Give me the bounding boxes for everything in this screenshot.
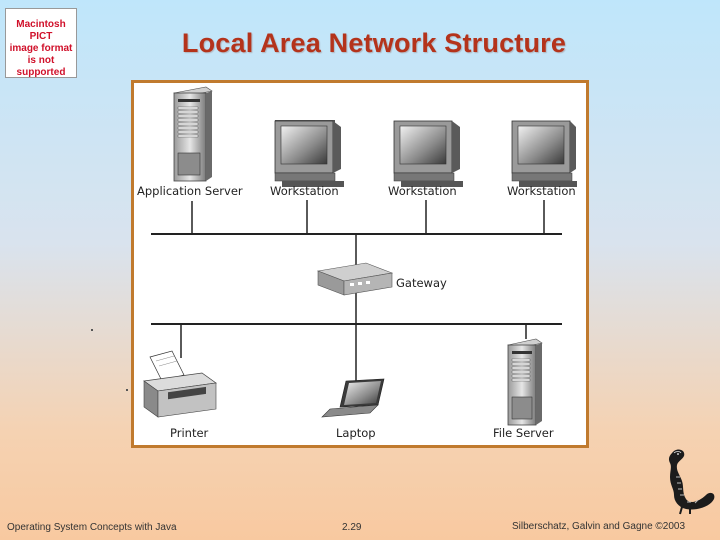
- unsupported-image-placeholder: Macintosh PICT image format is not suppo…: [5, 8, 77, 78]
- dinosaur-logo-icon: [668, 449, 715, 515]
- application-server-icon: [173, 86, 213, 182]
- stray-dot: [91, 329, 93, 331]
- gateway-icon: [316, 262, 394, 296]
- placeholder-line-1: Macintosh PICT: [16, 19, 66, 42]
- printer-icon: [143, 350, 217, 418]
- file-server-icon: [507, 338, 543, 426]
- footer-copyright: Silberschatz, Galvin and Gagne ©2003: [512, 521, 686, 532]
- workstation-icon-2: [393, 120, 463, 187]
- slide-title: Local Area Network Structure: [181, 28, 567, 58]
- footer-page-number: 2.29: [342, 522, 362, 533]
- label-workstation-3: Workstation: [507, 184, 576, 198]
- network-diagram-svg: [143, 86, 577, 426]
- label-file-server: File Server: [493, 426, 554, 440]
- workstation-icon-1: [274, 120, 344, 187]
- label-gateway: Gateway: [396, 276, 447, 290]
- workstation-icon-3: [511, 120, 577, 187]
- placeholder-line-2: image format: [9, 43, 73, 54]
- footer-book-title: Operating System Concepts with Java: [7, 522, 177, 533]
- label-laptop: Laptop: [336, 426, 376, 440]
- label-printer: Printer: [170, 426, 209, 440]
- label-application-server: Application Server: [137, 184, 243, 198]
- network-diagram: Application Server Workstation Workstati…: [131, 80, 589, 448]
- label-workstation-1: Workstation: [270, 184, 339, 198]
- laptop-icon: [321, 378, 385, 418]
- label-workstation-2: Workstation: [388, 184, 457, 198]
- stray-dot: [126, 389, 128, 391]
- placeholder-line-3: is not supported: [16, 55, 66, 78]
